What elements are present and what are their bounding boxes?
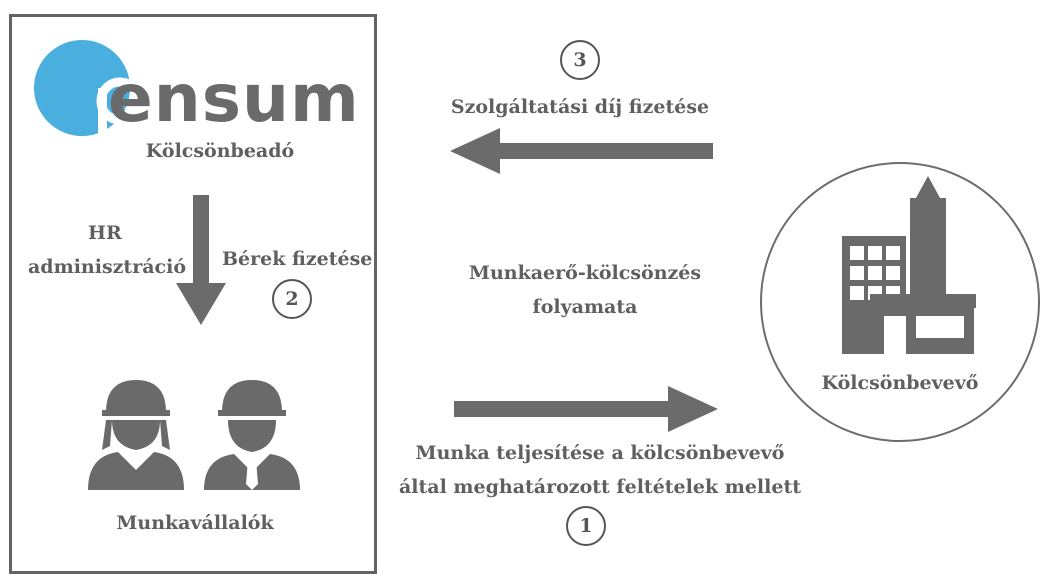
female-worker-icon bbox=[88, 380, 184, 490]
lender-label: Kölcsönbeadó bbox=[145, 140, 295, 162]
hr-line1: HR bbox=[88, 222, 122, 244]
step-1-line2: által meghatározott feltételek mellett bbox=[398, 476, 801, 498]
logo-wordmark: ensum bbox=[108, 60, 360, 137]
step-2-label: Bérek fizetése bbox=[222, 248, 373, 270]
right-arrow-icon bbox=[454, 386, 718, 432]
building-icon bbox=[842, 176, 976, 354]
step-3-label: Szolgáltatási díj fizetése bbox=[450, 96, 710, 118]
male-worker-icon bbox=[204, 380, 300, 490]
down-arrow-icon bbox=[176, 195, 226, 325]
step-1-line1: Munka teljesítése a kölcsönbevevő bbox=[415, 442, 785, 464]
process-line2: folyamata bbox=[532, 296, 638, 318]
pensum-logo-icon bbox=[34, 40, 142, 138]
step-3-badge: 3 bbox=[560, 40, 600, 80]
step-2-badge: 2 bbox=[272, 279, 312, 319]
borrower-circle bbox=[760, 162, 1040, 442]
borrower-label: Kölcsönbevevő bbox=[821, 372, 979, 394]
hr-line2: adminisztráció bbox=[28, 256, 186, 278]
step-1-badge: 1 bbox=[566, 506, 606, 546]
process-line1: Munkaerő-kölcsönzés bbox=[468, 262, 702, 284]
left-arrow-icon bbox=[450, 128, 713, 174]
workers-label: Munkavállalók bbox=[116, 512, 274, 534]
